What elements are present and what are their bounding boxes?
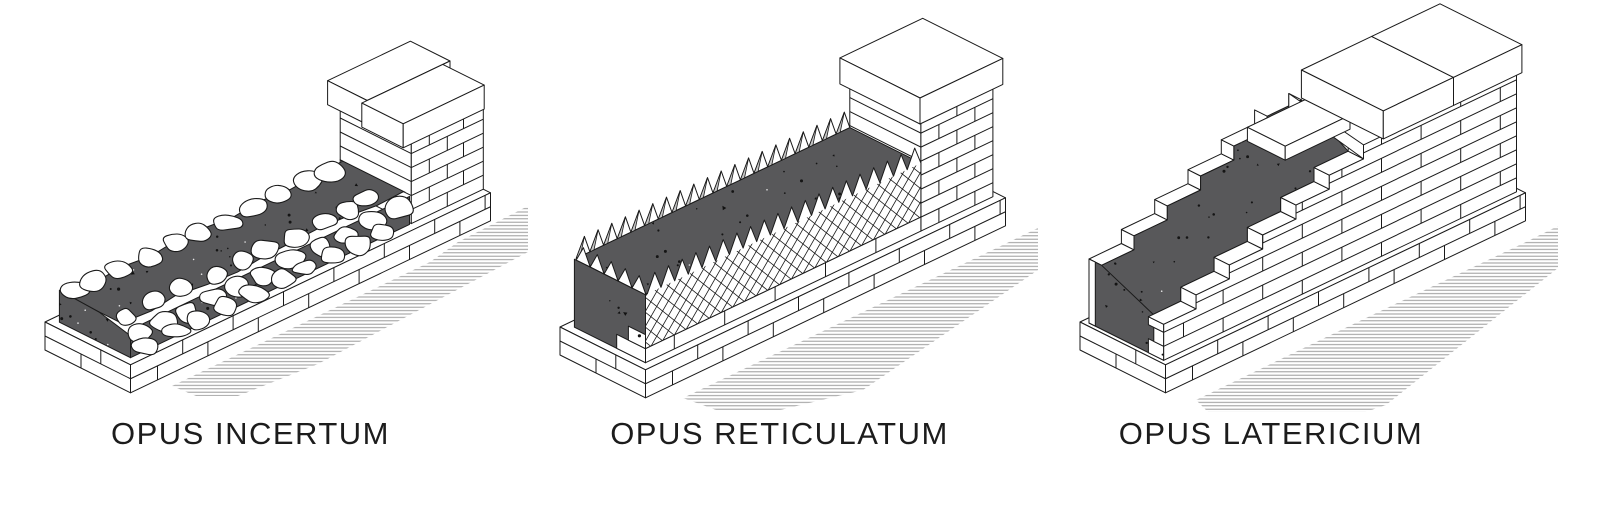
- figure-opus-latericium: OPUS LATERICIUM: [1066, 0, 1600, 522]
- figure-opus-reticulatum: OPUS RETICULATUM: [533, 0, 1066, 522]
- caption-opus-reticulatum: OPUS RETICULATUM: [610, 416, 949, 451]
- figure-opus-incertum: OPUS INCERTUM: [0, 0, 533, 522]
- caption-opus-latericium: OPUS LATERICIUM: [1118, 416, 1424, 451]
- iso-drawing-opus-incertum: [44, 40, 528, 396]
- iso-drawing-opus-latericium: [1079, 3, 1558, 412]
- iso-drawing-opus-reticulatum: [559, 17, 1038, 411]
- caption-opus-incertum: OPUS INCERTUM: [110, 416, 390, 451]
